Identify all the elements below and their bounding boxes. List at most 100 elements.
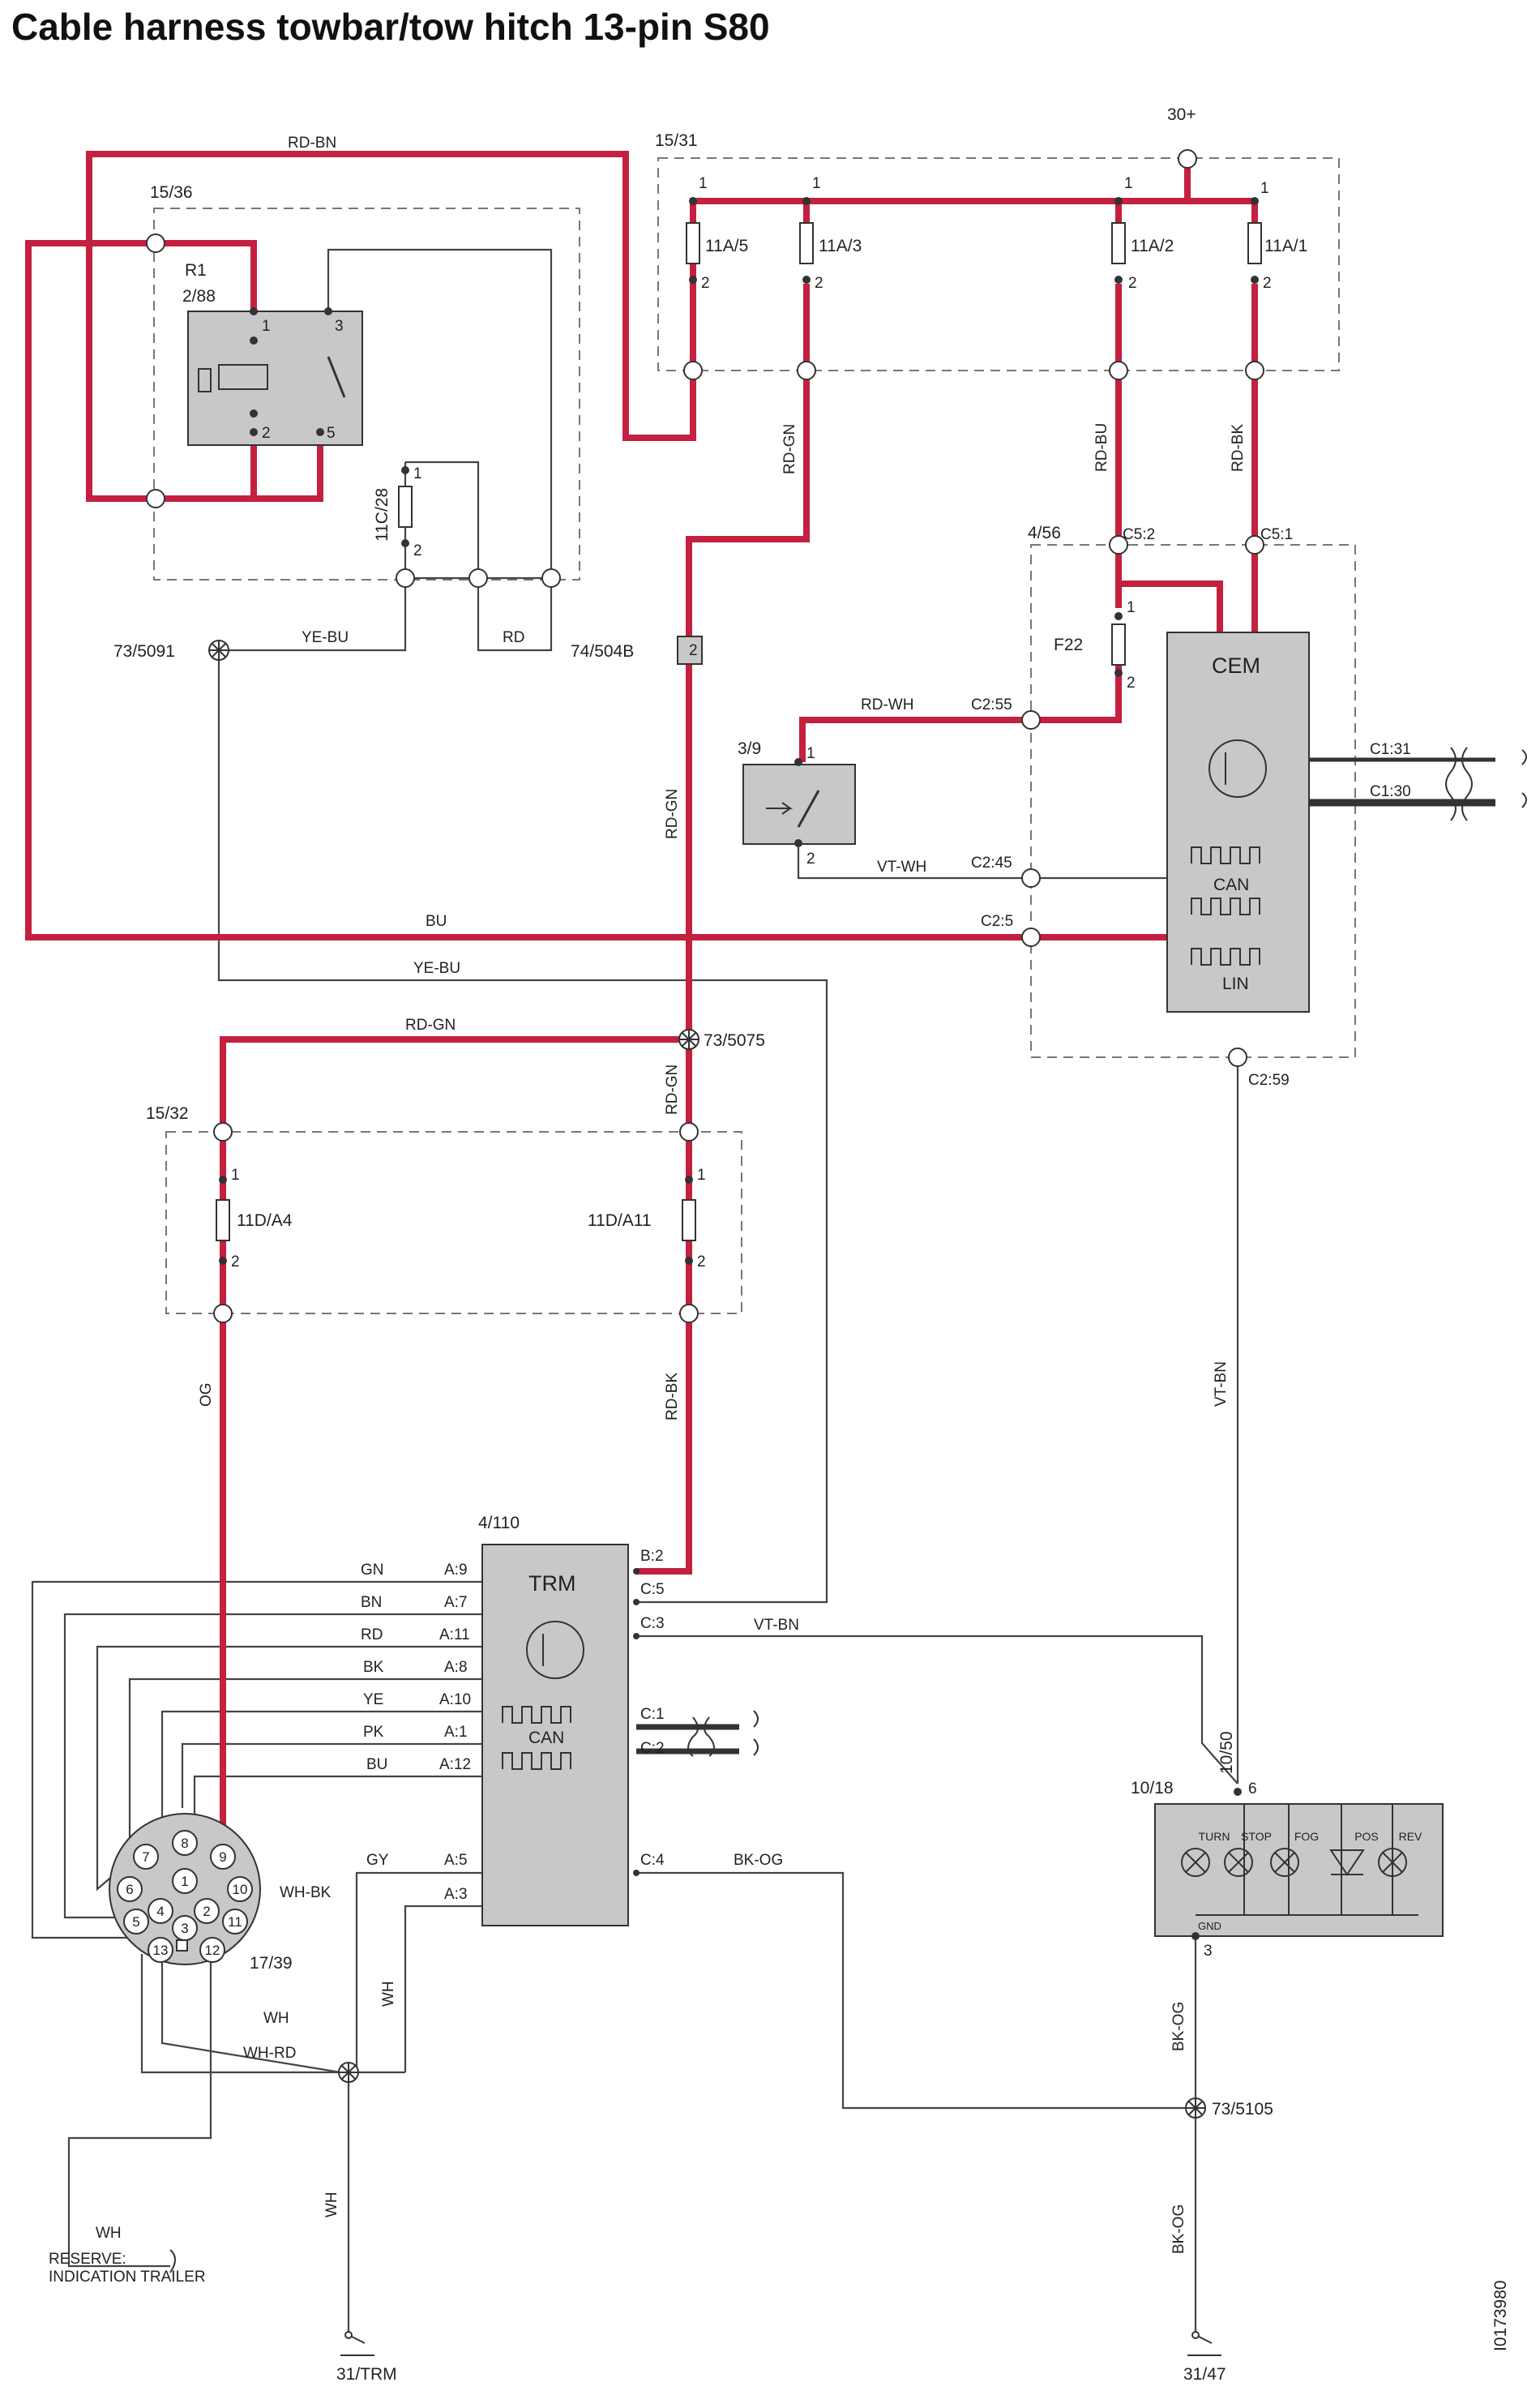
svg-text:1: 1 (812, 175, 821, 192)
svg-text:1: 1 (413, 465, 422, 482)
socket-pin-2 (194, 1898, 220, 1924)
fuse-11da4 (216, 1199, 230, 1241)
svg-text:2: 2 (231, 1253, 240, 1270)
label-splice-5075: 73/5075 (704, 1031, 765, 1050)
svg-text:A:9: A:9 (444, 1562, 468, 1579)
svg-text:6: 6 (1248, 1780, 1257, 1797)
svg-text:1: 1 (697, 1167, 706, 1184)
socket-pin-label-1: 1 (181, 1874, 188, 1889)
wire-ye: YE (363, 1691, 383, 1708)
svg-text:3: 3 (1204, 1943, 1213, 1960)
wire-bn: BN (361, 1594, 382, 1611)
wire-rd-gn-mid: RD-GN (664, 789, 681, 839)
switch-3-9 (742, 764, 856, 845)
cem-transistor-icon (1208, 739, 1267, 798)
ground-symbols (340, 2331, 1221, 2356)
lamp-dividers (1196, 1804, 1418, 1916)
svg-text:1: 1 (1127, 599, 1136, 616)
label-trm: TRM (528, 1571, 575, 1596)
socket-pin-3 (172, 1915, 198, 1941)
fuse-11a1 (1247, 222, 1262, 264)
wire-bk-og-horiz: BK-OG (734, 1852, 783, 1869)
svg-text:B:2: B:2 (640, 1548, 664, 1565)
wire-rd-gn-upper: RD-GN (781, 424, 798, 474)
socket-pin-label-13: 13 (153, 1943, 169, 1958)
wire-wh-reserve: WH (96, 2225, 122, 2242)
svg-text:C:2: C:2 (640, 1740, 665, 1757)
svg-text:2: 2 (1127, 675, 1136, 692)
lamp-label-rev: REV (1399, 1830, 1422, 1843)
connector-74-504b (677, 636, 703, 665)
svg-text:1: 1 (806, 745, 815, 762)
svg-text:2: 2 (806, 851, 815, 868)
svg-text:1: 1 (1124, 175, 1133, 192)
svg-text:A:1: A:1 (444, 1724, 468, 1741)
relay-box-15-36-frame (153, 208, 580, 581)
socket-pin-label-4: 4 (156, 1904, 164, 1919)
socket-pin-9 (210, 1844, 236, 1870)
wire-gy: GY (366, 1852, 389, 1869)
label-11a5: 11A/5 (705, 237, 748, 255)
cem-box-4-56-frame (1030, 544, 1356, 1058)
label-fusebox-main: 15/31 (655, 131, 698, 150)
label-relay-box: 15/36 (150, 183, 193, 202)
svg-text:C1:30: C1:30 (1370, 783, 1411, 800)
svg-text:A:10: A:10 (439, 1691, 471, 1708)
svg-text:A:3: A:3 (444, 1886, 468, 1903)
diagram-title: Cable harness towbar/tow hitch 13-pin S8… (11, 6, 770, 48)
label-splice-5091: 73/5091 (113, 642, 175, 661)
wire-vt-bn-horiz: VT-BN (754, 1617, 799, 1634)
svg-text:2: 2 (1128, 275, 1137, 292)
svg-text:1: 1 (1260, 180, 1269, 197)
svg-text:C5:2: C5:2 (1123, 526, 1155, 543)
cem-can-wave (1191, 846, 1260, 966)
trm-module (481, 1544, 629, 1926)
switch-arrow (766, 802, 794, 815)
wire-ye-bu-lower: YE-BU (413, 960, 460, 977)
socket-pin-label-2: 2 (203, 1904, 210, 1919)
wire-bk-og-upper: BK-OG (1170, 2002, 1187, 2051)
wire-vt-bn-vert: VT-BN (1213, 1361, 1230, 1407)
fuse-11a3 (799, 222, 814, 264)
relay-coil-core (198, 368, 212, 392)
wire-bk-og-lower: BK-OG (1170, 2204, 1187, 2254)
wire-bk: BK (363, 1659, 384, 1676)
fuse-symbols (216, 222, 1262, 1241)
fuse-11a2 (1111, 222, 1126, 264)
socket-pin-6 (117, 1876, 143, 1902)
label-cem: CEM (1212, 653, 1260, 678)
socket-pin-label-9: 9 (219, 1849, 226, 1865)
label-conn-504b: 74/504B (571, 642, 634, 661)
svg-text:2: 2 (689, 642, 698, 659)
label-lamp-unit: 10/18 (1131, 1779, 1174, 1797)
label-11da11: 11D/A11 (588, 1211, 652, 1230)
wire-rd-bk-lower: RD-BK (664, 1373, 681, 1420)
label-relay-name: R1 (185, 261, 207, 280)
lamp-label-fog: FOG (1294, 1830, 1319, 1843)
socket-pin-label-12: 12 (205, 1943, 220, 1958)
svg-text:C:3: C:3 (640, 1615, 665, 1632)
wire-rd-bk-upper: RD-BK (1230, 424, 1247, 472)
twisted-pair-icons (687, 747, 1527, 1757)
svg-text:C:5: C:5 (640, 1581, 665, 1598)
wire-rd: RD (503, 629, 524, 646)
socket-pin-7 (133, 1844, 159, 1870)
svg-text:A:7: A:7 (444, 1594, 468, 1611)
svg-text:C1:31: C1:31 (1370, 741, 1411, 758)
relay-contact (327, 356, 346, 398)
label-reserve-1: RESERVE: (49, 2251, 126, 2268)
svg-text:C5:1: C5:1 (1260, 526, 1293, 543)
label-relay-id: 2/88 (182, 287, 216, 306)
socket-pin-11 (222, 1909, 248, 1935)
svg-text:3: 3 (335, 318, 344, 335)
fuse-f22 (1111, 623, 1126, 666)
lamp-label-turn: TURN (1199, 1830, 1230, 1843)
label-gnd-trm: 31/TRM (336, 2365, 397, 2384)
socket-pin-13 (148, 1937, 173, 1963)
svg-text:A:11: A:11 (439, 1626, 470, 1643)
label-lamp-conn: 10/50 (1217, 1731, 1236, 1774)
socket-pin-label-10: 10 (233, 1882, 248, 1897)
wire-ye-bu-upper: YE-BU (302, 629, 349, 646)
wire-wh: WH (263, 2010, 289, 2027)
